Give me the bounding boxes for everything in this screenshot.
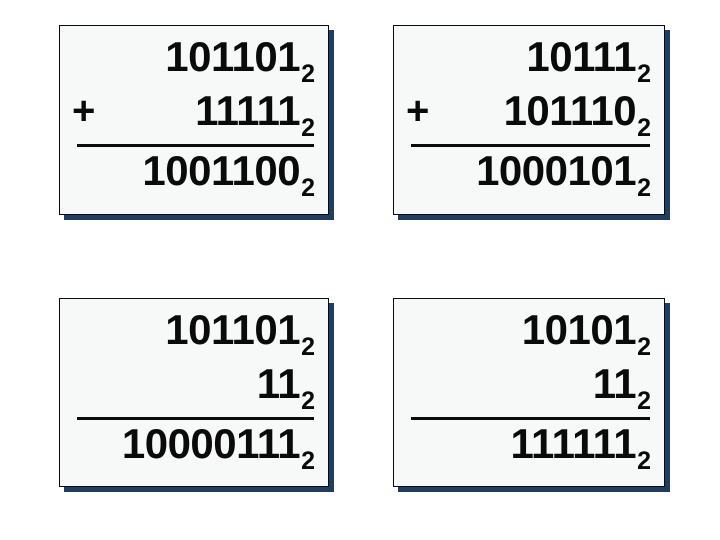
operand-digits: 11: [592, 360, 637, 407]
plus-operator-icon: +: [72, 89, 95, 133]
operand-base-subscript: 2: [301, 333, 315, 361]
operand-digits: 11: [256, 360, 301, 407]
operand-digits: 11111: [195, 87, 301, 134]
operand-base-subscript: 2: [637, 114, 651, 142]
addition-rule: [77, 417, 314, 420]
result-digits: 1000101: [476, 147, 637, 194]
result-base-subscript: 2: [637, 447, 651, 475]
result-digits: 1001100: [142, 147, 301, 194]
operand-digits: 101101: [165, 33, 301, 80]
operand-base-subscript: 2: [637, 333, 651, 361]
operand-digits: 10101: [521, 306, 637, 353]
operand-digits: 10111: [526, 33, 637, 80]
result-digits: 111111: [510, 420, 637, 467]
addition-rule: [411, 417, 650, 420]
result-digits: 10000111: [121, 420, 301, 467]
operand-base-subscript: 2: [637, 387, 651, 415]
operand-digits: 101101: [165, 306, 301, 353]
operand-base-subscript: 2: [301, 387, 315, 415]
operand-digits: 101110: [503, 87, 637, 134]
result-base-subscript: 2: [637, 174, 651, 202]
addition-rule: [411, 144, 650, 147]
result-base-subscript: 2: [301, 447, 315, 475]
operand-base-subscript: 2: [637, 60, 651, 88]
addition-rule: [77, 144, 314, 147]
operand-base-subscript: 2: [301, 60, 315, 88]
operand-base-subscript: 2: [301, 114, 315, 142]
plus-operator-icon: +: [406, 89, 429, 133]
result-base-subscript: 2: [301, 174, 315, 202]
